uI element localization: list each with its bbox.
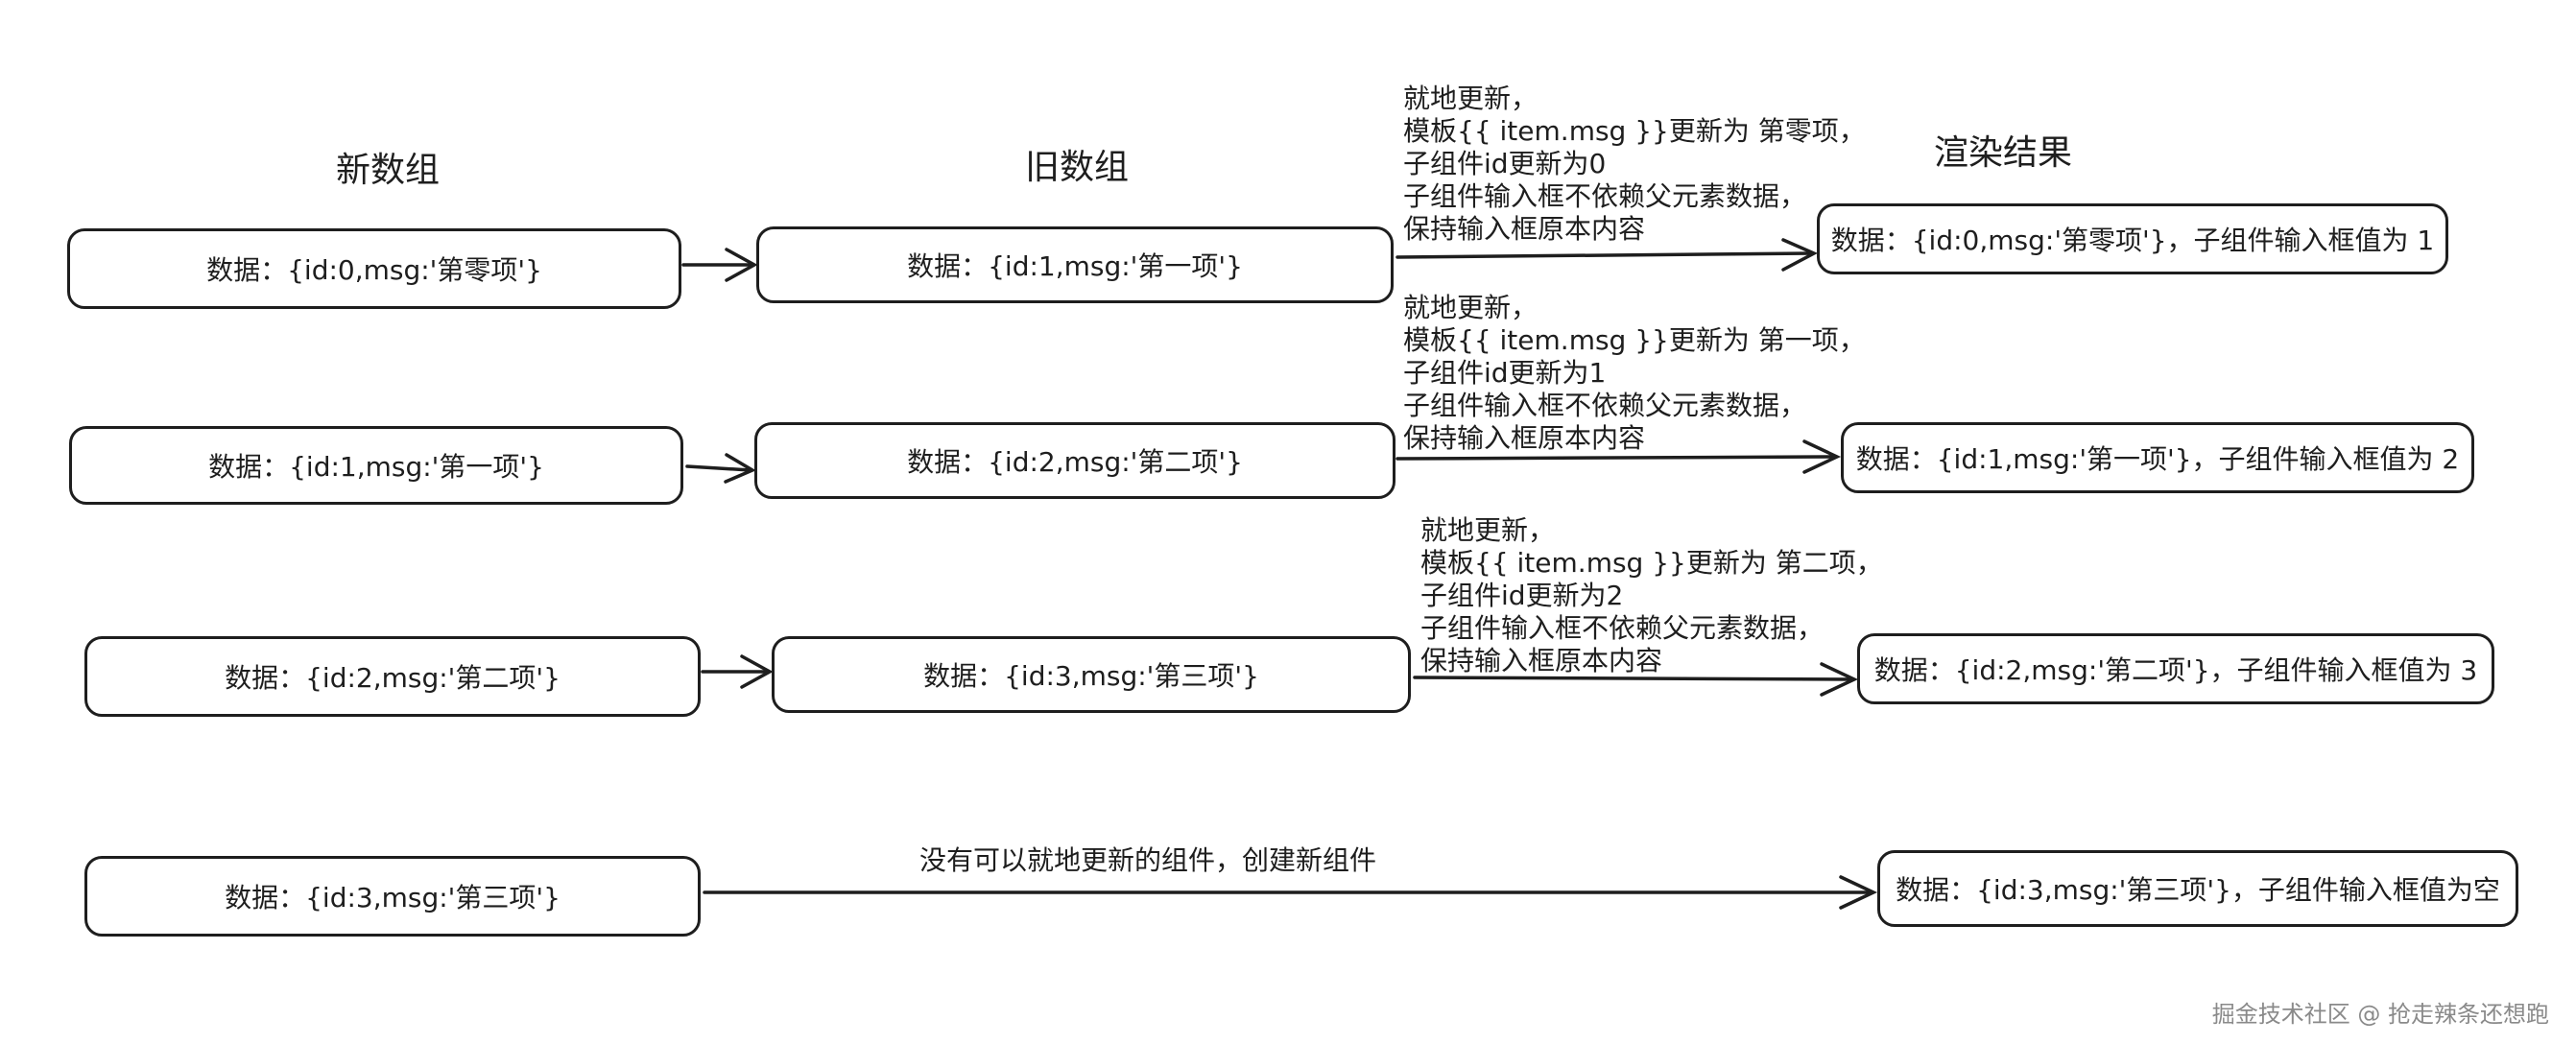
create-note: 没有可以就地更新的组件，创建新组件 (919, 844, 1377, 876)
arrow-old-to-result-2 (1413, 676, 1854, 681)
arrow-old-to-result-0 (1395, 251, 1814, 259)
old-array-item-2: 数据：{id:3,msg:'第三项'} (772, 636, 1411, 713)
render-result-2: 数据：{id:2,msg:'第二项'}，子组件输入框值为 3 (1857, 633, 2494, 704)
update-note-2: 就地更新， 模板{{ item.msg }}更新为 第二项， 子组件id更新为2… (1420, 514, 1883, 677)
arrow-old-to-result-2-head (1820, 662, 1859, 697)
update-note-line: 子组件id更新为2 (1420, 580, 1624, 611)
update-note-line: 子组件输入框不依赖父元素数据， (1403, 180, 1807, 212)
heading-old-array: 旧数组 (1025, 148, 1130, 187)
watermark: 掘金技术社区 @ 抢走辣条还想跑 (2211, 1001, 2549, 1028)
update-note-1: 就地更新， 模板{{ item.msg }}更新为 第一项， 子组件id更新为1… (1403, 292, 1866, 455)
old-array-item-1: 数据：{id:2,msg:'第二项'} (754, 422, 1395, 499)
arrow-new-to-old-1 (685, 464, 752, 472)
arrow-old-to-result-1-head (1802, 439, 1842, 474)
new-array-item-3: 数据：{id:3,msg:'第三项'} (84, 856, 701, 937)
update-note-line: 保持输入框原本内容 (1403, 213, 1646, 245)
render-result-1: 数据：{id:1,msg:'第一项'}，子组件输入框值为 2 (1841, 422, 2474, 493)
update-note-line: 子组件输入框不依赖父元素数据， (1420, 612, 1825, 644)
update-note-line: 就地更新， (1403, 292, 1538, 323)
render-result-0: 数据：{id:0,msg:'第零项'}，子组件输入框值为 1 (1817, 203, 2448, 274)
arrow-create-new-head (1839, 875, 1878, 910)
update-note-line: 保持输入框原本内容 (1403, 422, 1646, 454)
update-note-line: 就地更新， (1403, 83, 1538, 114)
arrow-new-to-old-0-head (725, 248, 758, 282)
update-note-line: 子组件id更新为0 (1403, 148, 1607, 179)
heading-new-array: 新数组 (336, 151, 441, 190)
arrow-old-to-result-1 (1395, 455, 1837, 461)
update-note-line: 模板{{ item.msg }}更新为 第一项， (1403, 324, 1866, 356)
new-array-item-1: 数据：{id:1,msg:'第一项'} (69, 426, 683, 505)
arrow-new-to-old-2-head (740, 654, 774, 689)
update-note-0: 就地更新， 模板{{ item.msg }}更新为 第零项， 子组件id更新为0… (1403, 83, 1866, 246)
update-note-line: 子组件输入框不依赖父元素数据， (1403, 390, 1807, 421)
new-array-item-2: 数据：{id:2,msg:'第二项'} (84, 636, 701, 717)
arrow-new-to-old-1-head (724, 453, 756, 484)
update-note-line: 模板{{ item.msg }}更新为 第零项， (1403, 115, 1866, 147)
update-note-line: 保持输入框原本内容 (1420, 645, 1663, 676)
old-array-item-0: 数据：{id:1,msg:'第一项'} (756, 226, 1394, 303)
new-array-item-0: 数据：{id:0,msg:'第零项'} (67, 228, 681, 309)
render-result-3: 数据：{id:3,msg:'第三项'}，子组件输入框值为空 (1877, 850, 2518, 927)
update-note-line: 子组件id更新为1 (1403, 357, 1607, 389)
heading-render-result: 渲染结果 (1934, 133, 2073, 173)
arrow-old-to-result-0-head (1781, 238, 1819, 272)
update-note-line: 模板{{ item.msg }}更新为 第二项， (1420, 547, 1883, 579)
update-note-line: 就地更新， (1420, 514, 1556, 546)
